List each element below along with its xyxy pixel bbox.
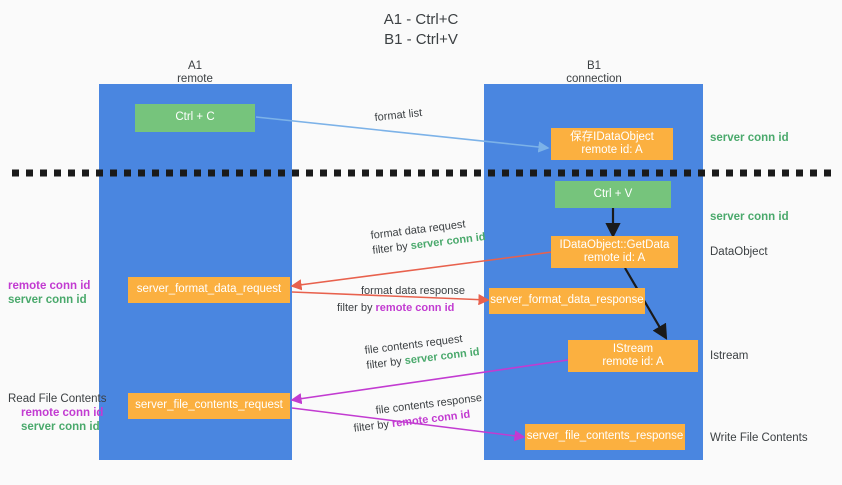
column-b1-sub: connection	[566, 73, 622, 85]
node-server-format-data-request[interactable]: server_format_data_request	[128, 277, 290, 303]
edge-format-data-request-filter-prefix: filter by	[371, 240, 412, 257]
node-server-file-contents-request-label: server_file_contents_request	[135, 399, 283, 412]
diagram-title: A1 - Ctrl+C B1 - Ctrl+V	[0, 10, 842, 50]
node-istream[interactable]: IStream remote id: A	[568, 340, 698, 372]
column-a1-sub: remote	[177, 73, 213, 85]
node-save-idataobject-line2: remote id: A	[581, 144, 643, 156]
left-note-file-remote-conn-id: remote conn id	[21, 407, 104, 419]
node-istream-line2: remote id: A	[602, 356, 664, 368]
node-save-idataobject-line1: 保存IDataObject	[570, 130, 654, 143]
right-label-server-conn-id-mid: server conn id	[710, 211, 789, 223]
title-line-2: B1 - Ctrl+V	[384, 31, 458, 48]
node-ctrl-c[interactable]: Ctrl + C	[135, 104, 255, 132]
column-a1-name: A1	[187, 60, 203, 72]
node-idataobject-getdata[interactable]: IDataObject::GetData remote id: A	[551, 236, 678, 268]
edge-format-data-response-filter-value: remote conn id	[375, 302, 455, 314]
edge-label-format-list: format list	[374, 107, 423, 124]
node-save-idataobject[interactable]: 保存IDataObject remote id: A	[551, 128, 673, 160]
left-note-read-file-contents: Read File Contents	[8, 393, 107, 405]
node-getdata-line1: IDataObject::GetData	[559, 238, 670, 251]
edge-format-data-response-filter-prefix: filter by	[337, 302, 376, 314]
right-label-write-file-contents: Write File Contents	[710, 432, 808, 444]
column-header-a1: A1 remote	[115, 60, 275, 86]
edge-label-format-list-text: format list	[374, 107, 423, 124]
node-server-file-contents-request[interactable]: server_file_contents_request	[128, 393, 290, 419]
left-note-format-conn-ids: remote conn id server conn id	[8, 279, 90, 307]
node-ctrl-v[interactable]: Ctrl + V	[555, 181, 671, 208]
edge-file-contents-request-filter-prefix: filter by	[365, 355, 406, 372]
column-header-b1: B1 connection	[514, 60, 674, 86]
node-server-file-contents-response[interactable]: server_file_contents_response	[525, 424, 685, 450]
edge-file-contents-response-filter-prefix: filter by	[353, 418, 393, 435]
right-label-server-conn-id-top: server conn id	[710, 132, 789, 144]
right-label-istream: Istream	[710, 350, 749, 362]
node-server-format-data-request-label: server_format_data_request	[136, 283, 282, 296]
node-getdata-line2: remote id: A	[583, 252, 646, 264]
edge-label-file-contents-response: file contents response filter by remote …	[353, 392, 485, 435]
left-note-file-server-conn-id: server conn id	[21, 421, 100, 433]
edge-format-data-response-filter: filter by remote conn id	[337, 302, 465, 314]
edge-label-format-data-request: format data request filter by server con…	[370, 216, 486, 257]
edge-label-format-data-response: format data response filter by remote co…	[337, 285, 465, 314]
left-note-file-contents: Read File Contents remote conn id server…	[8, 392, 106, 434]
edge-format-data-response-line1: format data response	[361, 285, 465, 297]
edge-label-file-contents-request: file contents request filter by server c…	[364, 331, 480, 372]
node-server-format-data-response-label: server_format_data_response	[490, 294, 644, 307]
column-b1-name: B1	[586, 60, 602, 72]
left-note-format-remote-conn-id: remote conn id	[8, 280, 91, 292]
node-server-format-data-response[interactable]: server_format_data_response	[489, 288, 645, 314]
node-ctrl-v-label: Ctrl + V	[593, 187, 633, 200]
title-line-1: A1 - Ctrl+C	[383, 11, 459, 28]
node-ctrl-c-label: Ctrl + C	[175, 111, 215, 124]
left-note-format-server-conn-id: server conn id	[8, 294, 87, 306]
node-server-file-contents-response-label: server_file_contents_response	[526, 430, 684, 443]
node-istream-line1: IStream	[612, 342, 654, 355]
right-label-dataobject: DataObject	[710, 246, 768, 258]
